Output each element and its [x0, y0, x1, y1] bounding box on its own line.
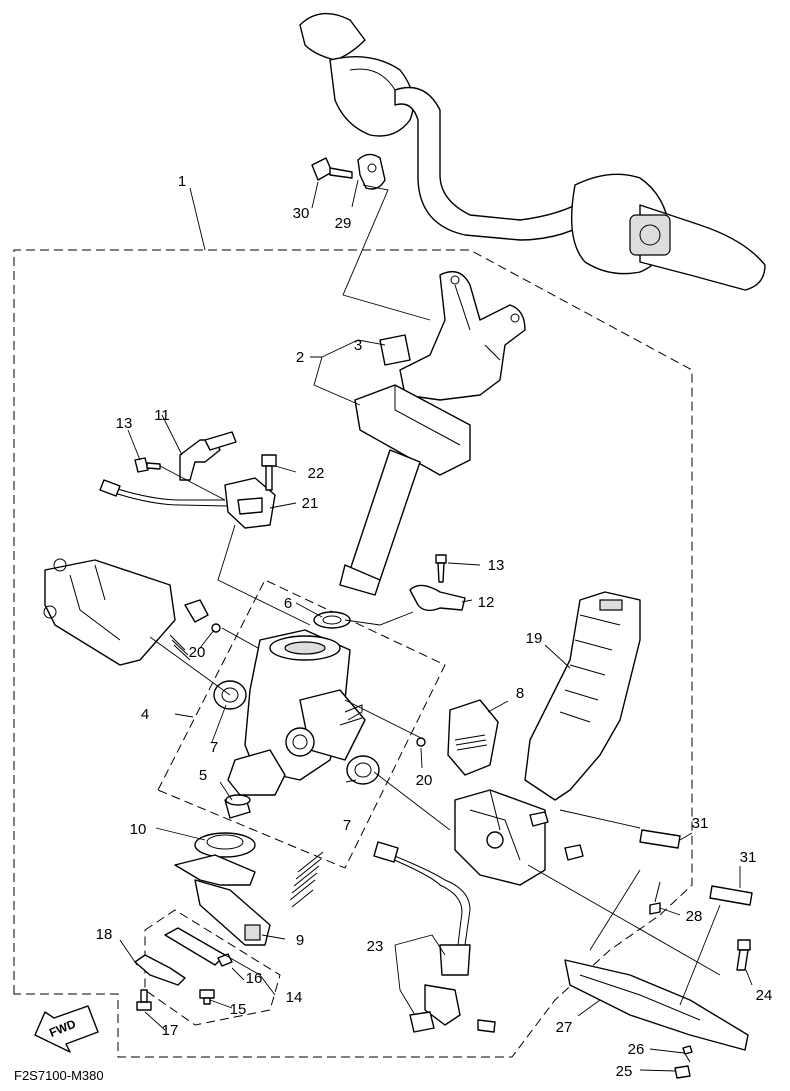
- callout-16: 16: [246, 970, 263, 987]
- screw-13-lower: [435, 554, 447, 583]
- callout-26: 26: [628, 1041, 645, 1058]
- callout-7-right: 7: [343, 817, 351, 834]
- screw-13-upper: [134, 457, 161, 473]
- callout-13-upper: 13: [116, 415, 133, 432]
- callout-8: 8: [516, 685, 524, 702]
- housing-subgroup-boundary: [157, 579, 446, 869]
- bolt-24: [736, 939, 751, 971]
- callout-31-lower: 31: [740, 849, 757, 866]
- pad-3: [379, 334, 411, 366]
- callout-31-upper: 31: [692, 815, 709, 832]
- plate-27: [564, 959, 749, 1051]
- column-housing: [227, 629, 366, 796]
- callout-18: 18: [96, 926, 113, 943]
- diagram-code: F2S7100-M380: [14, 1068, 104, 1083]
- harness-23: [373, 841, 496, 1033]
- callout-10: 10: [130, 821, 147, 838]
- pad-31-upper: [639, 829, 681, 849]
- plate-14: [164, 927, 226, 966]
- steering-wheel: [299, 12, 766, 291]
- pin-26: [682, 1045, 693, 1063]
- bolt-17: [136, 989, 152, 1011]
- pad-31-lower: [709, 885, 753, 906]
- callout-14: 14: [286, 989, 303, 1006]
- callout-19: 19: [526, 630, 543, 647]
- callout-25: 25: [616, 1063, 633, 1080]
- plate-subgroup-boundary: [144, 909, 281, 1026]
- clamp-29: [357, 153, 386, 190]
- callout-29: 29: [335, 215, 352, 232]
- bushing-5: [224, 794, 251, 819]
- assembly-boundary: [13, 249, 693, 1058]
- callout-20-left: 20: [189, 644, 206, 661]
- callout-11: 11: [154, 407, 170, 424]
- switch-21: [99, 477, 276, 529]
- callout-12: 12: [478, 594, 495, 611]
- cover-19: [524, 591, 641, 801]
- callout-3: 3: [354, 337, 362, 354]
- upper-column-bracket: [339, 271, 526, 596]
- callout-23: 23: [367, 938, 384, 955]
- pin-28: [649, 881, 661, 915]
- fwd-arrow: FWD: [34, 1005, 99, 1053]
- bolt-30: [311, 157, 353, 181]
- callout-15: 15: [230, 1001, 247, 1018]
- left-bracket: [43, 558, 209, 666]
- bushing-7-right: [346, 755, 380, 785]
- bolt-15: [199, 989, 215, 1005]
- callout-20-right: 20: [416, 772, 433, 789]
- seal-6: [313, 611, 351, 629]
- callout-1: 1: [178, 173, 186, 190]
- clip-12: [409, 584, 466, 612]
- callout-7-left: 7: [210, 739, 218, 756]
- bolt-22: [261, 454, 277, 491]
- callout-28: 28: [686, 908, 703, 925]
- lower-bracket-9: [174, 854, 271, 946]
- callout-27: 27: [556, 1019, 573, 1036]
- callout-9: 9: [296, 932, 304, 949]
- callout-30: 30: [293, 205, 310, 222]
- callout-5: 5: [199, 767, 207, 784]
- bearing-10: [194, 832, 256, 858]
- relay-8: [447, 699, 499, 776]
- right-bracket: [454, 789, 584, 886]
- callout-6: 6: [284, 595, 292, 612]
- leader-lines: [119, 179, 753, 1072]
- bracket-11: [179, 431, 237, 481]
- stay-18: [134, 954, 186, 986]
- callout-13-lower: 13: [488, 557, 505, 574]
- spring: [289, 851, 324, 908]
- callout-2: 2: [296, 349, 304, 366]
- callout-22: 22: [308, 465, 325, 482]
- callout-4: 4: [141, 706, 149, 723]
- callout-17: 17: [162, 1022, 179, 1039]
- callout-24: 24: [756, 987, 773, 1004]
- nut-25: [674, 1065, 691, 1079]
- callout-21: 21: [302, 495, 319, 512]
